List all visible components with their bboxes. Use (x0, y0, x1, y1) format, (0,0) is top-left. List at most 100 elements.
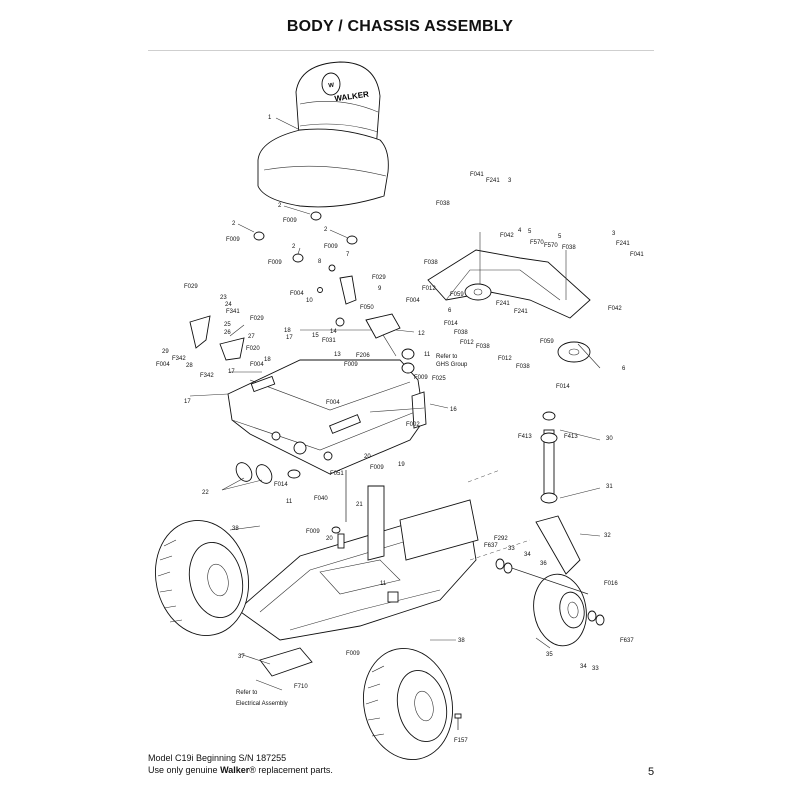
callout-label: 38 (458, 638, 465, 644)
callout-label: 18 (284, 328, 291, 334)
callout-label: F038 (516, 364, 530, 370)
callout-label: 1 (268, 115, 272, 121)
callout-label: F342 (172, 356, 186, 362)
callout-label: 33 (508, 546, 515, 552)
callout-label: 27 (248, 334, 255, 340)
callout-label: 18 (264, 357, 271, 363)
callout-label: F014 (274, 482, 288, 488)
callout-label: 11 (424, 352, 431, 358)
front-caster-assembly (495, 411, 605, 647)
callout-label: F038 (436, 201, 450, 207)
callout-label: 7 (346, 252, 350, 258)
callout-label: F031 (322, 338, 336, 344)
callout-label: 13 (334, 352, 341, 358)
callout-label: 9 (378, 286, 382, 292)
callout-label: 31 (606, 484, 613, 490)
callout-label: 11 (286, 499, 293, 505)
callout-label: F014 (444, 321, 458, 327)
chassis-frame (237, 469, 531, 641)
callout-label: 2 (324, 227, 328, 233)
callout-label: 20 (326, 536, 333, 542)
callout-label: F042 (608, 306, 622, 312)
callout-label: F009 (226, 237, 240, 243)
callout-label: 11 (380, 581, 387, 587)
callout-label: F012 (422, 286, 436, 292)
callout-label: F014 (556, 384, 570, 390)
callout-label: 4 (518, 228, 522, 234)
callout-label: F710 (294, 684, 308, 690)
callout-label: F004 (290, 291, 304, 297)
body-shell (227, 313, 425, 475)
callout-label: 35 (546, 652, 553, 658)
callout-label: F009 (370, 465, 384, 471)
callout-label: 36 (540, 561, 547, 567)
parts-notice: Use only genuine Walker® replacement par… (148, 765, 333, 775)
callout-label: F009 (306, 529, 320, 535)
callout-label: 22 (202, 490, 209, 496)
leader-lines (189, 117, 601, 691)
callout-label: F038 (454, 330, 468, 336)
lever-hardware (189, 264, 357, 361)
callout-label: F059 (540, 339, 554, 345)
callout-label: 3 (508, 178, 512, 184)
callout-label: 14 (330, 329, 337, 335)
callout-labels: 1 2 F009 2 F009 2 F009 2 F009 F041 F241 … (156, 115, 644, 744)
callout-label: F009 (283, 218, 297, 224)
callout-label: F038 (424, 260, 438, 266)
tail-light-lenses (235, 391, 427, 484)
callout-label: F025 (432, 376, 446, 382)
callout-label: F041 (470, 172, 484, 178)
seat-frame-bracket (427, 232, 591, 363)
callout-label: 3 (612, 231, 616, 237)
callout-label: 21 (356, 502, 363, 508)
callout-label: 23 (220, 295, 227, 301)
callout-label: F004 (326, 400, 340, 406)
callout-label: 6 (448, 308, 452, 314)
callout-label: 38 (232, 526, 239, 532)
callout-label: F342 (200, 373, 214, 379)
callout-label: F637 (484, 543, 498, 549)
callout-label: F241 (496, 301, 510, 307)
callout-label: F051 (330, 471, 344, 477)
callout-label: 17 (184, 399, 191, 405)
callout-label: 2 (278, 203, 282, 209)
callout-label: F241 (486, 178, 500, 184)
callout-label: F009 (324, 244, 338, 250)
callout-label: 34 (524, 552, 531, 558)
callout-label: F413 (518, 434, 532, 440)
callout-label: F206 (356, 353, 370, 359)
seat-isolators (253, 211, 358, 263)
callout-label: 37 (238, 654, 245, 660)
callout-label: Electrical Assembly (236, 701, 288, 707)
seat-part: W WALKER (257, 61, 389, 208)
callout-label: 33 (592, 666, 599, 672)
callout-label: F004 (406, 298, 420, 304)
callout-label: 25 (224, 322, 231, 328)
callout-label: 8 (318, 259, 322, 265)
callout-label: F570 (530, 240, 544, 246)
callout-label: F012 (498, 356, 512, 362)
callout-label: F059 (450, 292, 464, 298)
callout-label: 5 (528, 229, 532, 235)
callout-label: F002 (406, 422, 420, 428)
callout-label: F012 (460, 340, 474, 346)
callout-label: F029 (184, 284, 198, 290)
callout-label: F241 (514, 309, 528, 315)
callout-label: F570 (544, 243, 558, 249)
title-rule (148, 50, 654, 51)
callout-label: 17 (228, 369, 235, 375)
misc-hardware (259, 348, 462, 730)
callout-label: F157 (454, 738, 468, 744)
callout-label: F004 (156, 362, 170, 368)
callout-label: F004 (250, 362, 264, 368)
callout-label: F009 (268, 260, 282, 266)
rear-tire-left (154, 520, 250, 636)
callout-label: F038 (476, 344, 490, 350)
callout-label: F029 (250, 316, 264, 322)
rear-tire-right (362, 648, 454, 760)
callout-label: 12 (418, 331, 425, 337)
page-title: BODY / CHASSIS ASSEMBLY (286, 18, 514, 35)
callout-label: F041 (630, 252, 644, 258)
callout-label: F637 (620, 638, 634, 644)
callout-label: F042 (500, 233, 514, 239)
